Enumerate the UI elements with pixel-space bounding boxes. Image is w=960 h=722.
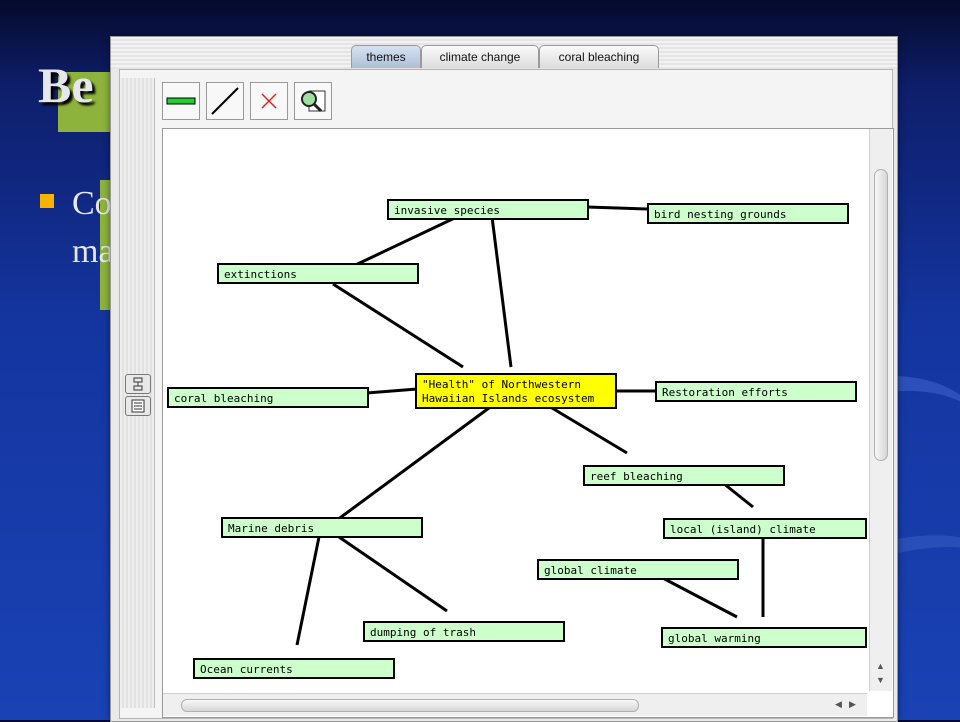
node-center-health[interactable]: "Health" of Northwestern Hawaiian Island…: [415, 373, 617, 409]
tab-themes[interactable]: themes: [351, 45, 421, 68]
link-center-reef: [546, 403, 628, 455]
add-node-button[interactable]: [162, 82, 200, 120]
bullet-marker: [40, 194, 54, 208]
find-button[interactable]: [294, 82, 332, 120]
node-invasive-species[interactable]: invasive species: [387, 199, 589, 220]
node-global-warming[interactable]: global warming: [661, 627, 867, 648]
tab-climate-change[interactable]: climate change: [421, 45, 539, 68]
node-coral-bleaching[interactable]: coral bleaching: [167, 387, 369, 408]
node-marine-debris[interactable]: Marine debris: [221, 517, 423, 538]
node-dumping-of-trash[interactable]: dumping of trash: [363, 621, 565, 642]
vertical-scrollbar[interactable]: ▲ ▼: [869, 129, 892, 691]
horizontal-scrollbar[interactable]: ◀ ▶: [163, 693, 867, 716]
list-view-icon: [131, 399, 145, 413]
delete-button[interactable]: [250, 82, 288, 120]
link-marine-dumping: [338, 535, 448, 613]
link-tool-icon: [211, 87, 239, 115]
side-panel: [120, 78, 155, 708]
link-center-marine: [332, 403, 494, 525]
link-lines: [295, 205, 765, 646]
delete-icon: [261, 93, 277, 109]
link-globalclimate-warming: [656, 573, 738, 619]
concept-map-window: themes climate change coral bleaching: [110, 36, 898, 722]
title-accent: [58, 72, 118, 132]
node-extinctions[interactable]: extinctions: [217, 263, 419, 284]
scroll-right-icon[interactable]: ▶: [849, 699, 856, 709]
link-extinctions-center: [332, 282, 464, 369]
scroll-down-icon[interactable]: ▼: [876, 675, 885, 685]
tab-strip: themes climate change coral bleaching: [111, 37, 897, 69]
add-link-button[interactable]: [206, 82, 244, 120]
map-canvas-frame: invasive species bird nesting grounds ex…: [162, 128, 894, 718]
tree-view-icon: [133, 377, 143, 391]
node-reef-bleaching[interactable]: reef bleaching: [583, 465, 785, 486]
scroll-left-icon[interactable]: ◀: [835, 699, 842, 709]
toolbar: [156, 80, 886, 126]
node-restoration-efforts[interactable]: Restoration efforts: [655, 381, 857, 402]
vertical-scroll-thumb[interactable]: [874, 169, 888, 461]
link-marine-ocean: [295, 536, 321, 646]
map-panel: invasive species bird nesting grounds ex…: [119, 69, 894, 719]
node-tool-icon: [166, 97, 196, 105]
node-ocean-currents[interactable]: Ocean currents: [193, 658, 395, 679]
bullet-text: Co ma: [72, 185, 114, 270]
horizontal-scroll-thumb[interactable]: [181, 699, 639, 712]
scroll-up-icon[interactable]: ▲: [876, 661, 885, 671]
layout-view-button[interactable]: [125, 374, 151, 394]
node-bird-nesting-grounds[interactable]: bird nesting grounds: [647, 203, 849, 224]
search-zoom-icon: [301, 90, 326, 113]
map-canvas[interactable]: invasive species bird nesting grounds ex…: [163, 129, 867, 691]
node-global-climate[interactable]: global climate: [537, 559, 739, 580]
link-invasive-bird: [586, 205, 648, 211]
node-local-climate[interactable]: local (island) climate: [663, 518, 867, 539]
link-invasive-extinctions: [346, 213, 462, 271]
link-invasive-center: [489, 208, 513, 368]
tab-coral-bleaching[interactable]: coral bleaching: [539, 45, 659, 68]
link-reef-local: [722, 481, 754, 509]
link-coral-center: [366, 387, 418, 395]
slide-title: Be: [38, 57, 94, 113]
list-view-button[interactable]: [125, 396, 151, 416]
